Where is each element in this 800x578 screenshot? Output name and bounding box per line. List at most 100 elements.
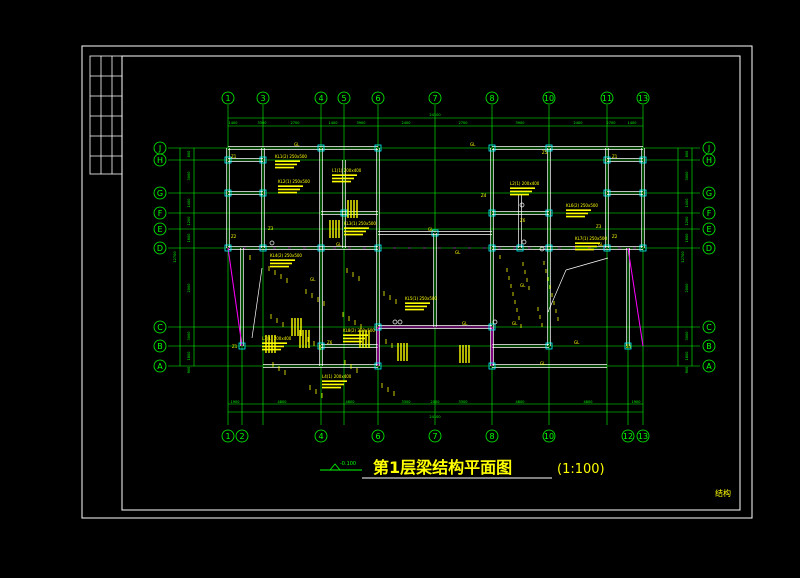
axis-bubble-bottom	[485, 429, 499, 443]
axis-bubble-bottom	[221, 429, 235, 443]
bay-diagonal	[565, 257, 609, 271]
gl-label: GL	[428, 227, 434, 232]
section-marker	[521, 239, 527, 245]
axis-bubble-bottom-label: 8	[489, 432, 494, 441]
axis-bubble-right-label: J	[707, 144, 710, 153]
dimension-text-left: 900	[187, 367, 191, 374]
dimension-text-bottom: 4800	[346, 400, 355, 404]
dimension-text-right: 3000	[685, 332, 689, 341]
dimension-text-left: 3000	[187, 172, 191, 181]
column	[224, 244, 232, 252]
axis-bubble-top	[371, 91, 385, 105]
dimension-text-bottom: 4800	[516, 400, 525, 404]
column	[488, 144, 496, 152]
axis-bubble-top	[428, 91, 442, 105]
column	[545, 144, 553, 152]
axis-bubble-right	[702, 186, 716, 200]
dimension-text-right: 1800	[685, 352, 689, 361]
sheet-outer-border	[81, 45, 753, 519]
dimension-text-top: 1400	[329, 121, 338, 125]
designer-signature: 结构	[715, 488, 731, 498]
beam-spec-label: KL6(2) 250x500	[566, 203, 598, 208]
axis-bubble-top	[542, 91, 556, 105]
axis-bubble-right-label: A	[706, 362, 712, 371]
beam-spec-label: KL7(1) 250x500	[575, 236, 607, 241]
axis-bubble-top	[485, 91, 499, 105]
drawing-title-block: -0.100 第1层梁结构平面图 (1:100) 结构	[320, 458, 731, 498]
column-label: Z6	[520, 218, 526, 223]
axis-bubble-top	[600, 91, 614, 105]
dimension-text-top: 2700	[607, 121, 616, 125]
axis-bubble-top	[636, 91, 650, 105]
column-label: Z5	[542, 150, 548, 155]
dimension-text-top: 2700	[291, 121, 300, 125]
axis-bubble-right-label: F	[707, 209, 712, 218]
beam-spec-label: L4(1) 200x400	[322, 374, 352, 379]
axis-bubble-bottom	[621, 429, 635, 443]
axis-bubble-top	[221, 91, 235, 105]
section-marker	[492, 319, 498, 325]
sheet-inner-border	[121, 55, 741, 511]
beam-spec-label: KL2(1) 250x500	[278, 179, 310, 184]
column	[224, 156, 232, 164]
gl-label: GL	[598, 242, 604, 247]
axis-bubble-right	[702, 222, 716, 236]
axis-bubble-top-label: 4	[318, 94, 323, 103]
dimension-text-top: 1400	[628, 121, 637, 125]
dimension-text-top: 1400	[229, 121, 238, 125]
dimension-text-left: 1200	[187, 217, 191, 226]
dimension-text-left: 800	[187, 151, 191, 158]
axis-bubble-left	[153, 206, 167, 220]
dimension-text-right: 800	[685, 151, 689, 158]
perimeter-marker	[627, 247, 644, 347]
floor-plan-beams	[224, 144, 647, 370]
axis-bubble-top-label: 7	[432, 94, 437, 103]
dimension-text-bottom: 3300	[402, 400, 411, 404]
axis-bubble-top-label: 3	[260, 94, 265, 103]
axis-bubble-left	[153, 186, 167, 200]
column	[516, 244, 524, 252]
column	[317, 144, 325, 152]
axis-bubble-bottom-label: 7	[432, 432, 437, 441]
dimension-text-top: 2700	[459, 121, 468, 125]
gl-label: GL	[336, 242, 342, 247]
axis-bubble-top-label: 5	[341, 94, 346, 103]
dimension-text-left: 2000	[187, 284, 191, 293]
axis-bubble-top-label: 1	[225, 94, 230, 103]
axis-bubble-bottom-label: 1	[225, 432, 230, 441]
axis-bubble-top-label: 6	[375, 94, 380, 103]
drawing-title: 第1层梁结构平面图	[373, 458, 512, 477]
column	[545, 244, 553, 252]
axis-bubble-left-label: J	[158, 144, 161, 153]
axis-bubble-bottom-label: 12	[623, 432, 633, 441]
beam-spec-label: KL4(2) 250x500	[270, 253, 302, 258]
axis-bubble-right-label: E	[706, 225, 711, 234]
axis-bubble-left	[153, 339, 167, 353]
section-marker	[269, 240, 275, 246]
dimension-text-top: 3300	[258, 121, 267, 125]
dimension-text-left: 1400	[187, 199, 191, 208]
dimension-text-bottom: 4800	[584, 400, 593, 404]
axis-bubble-right	[702, 153, 716, 167]
beam-spec-label: L2(1) 200x400	[510, 181, 540, 186]
axis-bubble-top-label: 8	[489, 94, 494, 103]
axis-bubble-top	[256, 91, 270, 105]
gl-label: GL	[310, 277, 316, 282]
beam-spec-label: KL3(1) 250x500	[344, 221, 376, 226]
gl-label: GL	[294, 142, 300, 147]
dimension-text-right: 1400	[685, 199, 689, 208]
dimension-text-bottom: 4800	[278, 400, 287, 404]
column	[488, 244, 496, 252]
dimension-text-right: 1200	[685, 217, 689, 226]
dimension-text-top: 3900	[516, 121, 525, 125]
axis-bubble-bottom	[235, 429, 249, 443]
gl-label: GL	[512, 321, 518, 326]
gl-label: GL	[462, 321, 468, 326]
axis-bubble-left-label: G	[157, 189, 163, 198]
dimension-text-top: 2400	[402, 121, 411, 125]
axis-bubble-right-label: C	[706, 323, 712, 332]
axis-bubble-right	[702, 339, 716, 353]
column	[374, 323, 382, 331]
column	[603, 189, 611, 197]
